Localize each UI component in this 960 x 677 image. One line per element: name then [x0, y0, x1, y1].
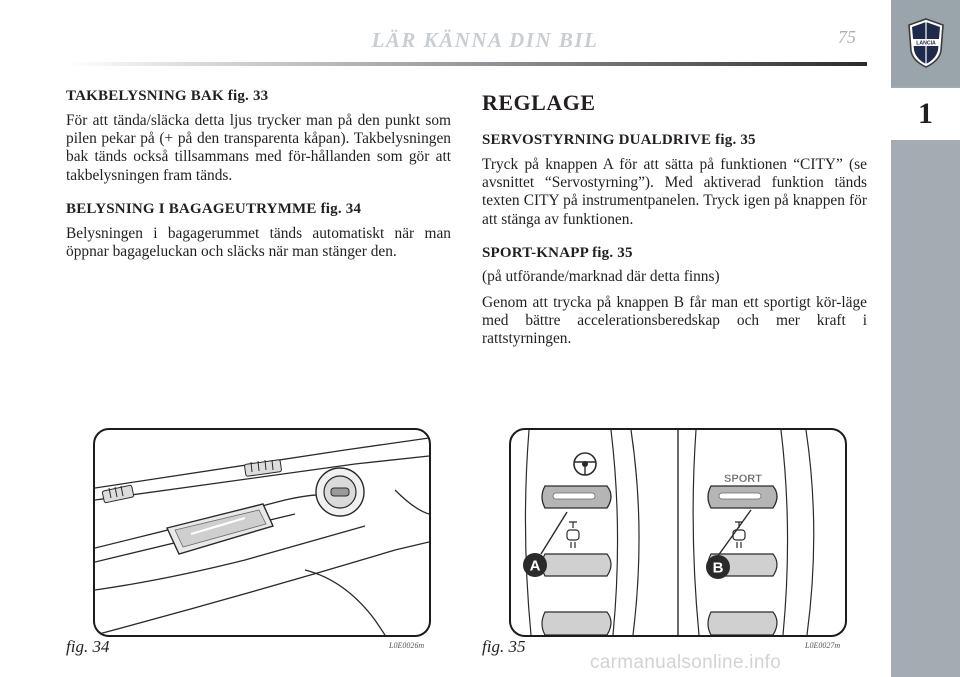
- page-number: 75: [838, 27, 856, 47]
- headlamp-levelling-icon-a: [566, 521, 580, 548]
- section-text-rear-light: För att tända/släcka detta ljus trycker …: [66, 112, 451, 184]
- section-title-controls: REGLAGE: [482, 90, 596, 115]
- section-text-dualdrive: Tryck på knappen A för att sätta på funk…: [482, 156, 867, 228]
- controls-illustration: SPORT A B: [523, 430, 815, 635]
- steering-wheel-icon: [573, 452, 597, 476]
- section-heading-boot-light: BELYSNING I BAGAGEUTRYMME fig. 34: [66, 200, 362, 217]
- section-text-boot-light: Belysningen i bagagerummet tänds automat…: [66, 224, 451, 261]
- figure-35-label: fig. 35: [482, 637, 526, 656]
- boot-light-illustration: [95, 437, 429, 635]
- figure-34-label: fig. 34: [66, 637, 110, 656]
- section-subheading-sport: (på utförande/marknad där detta finns): [482, 267, 720, 285]
- watermark: carmanualsonline.info: [590, 652, 782, 673]
- figure-35-controls: SPORT A B: [509, 428, 847, 637]
- figure-34-boot-light: [93, 428, 431, 637]
- section-heading-dualdrive: SERVOSTYRNING DUALDRIVE fig. 35: [482, 132, 756, 148]
- section-heading-sport: SPORT-KNAPP fig. 35: [482, 244, 633, 261]
- logo-lettering: LANCIA: [916, 41, 936, 47]
- lamp-lens: [166, 503, 274, 555]
- lancia-logo: LANCIA: [908, 18, 944, 68]
- header-rule: [66, 62, 867, 66]
- sport-label: SPORT: [724, 473, 762, 485]
- svg-text:B: B: [713, 560, 724, 577]
- section-text-sport: Genom att trycka på knappen B får man et…: [482, 293, 867, 348]
- running-header-title: LÄR KÄNNA DIN BIL: [371, 28, 599, 52]
- left-column: TAKBELYSNING BAK fig. 33 För att tända/s…: [66, 88, 451, 277]
- chapter-number-tab: 1: [891, 88, 960, 140]
- callout-b: B: [706, 555, 730, 579]
- button-b: [707, 485, 778, 509]
- svg-text:A: A: [530, 558, 541, 575]
- lock-cylinder: [315, 467, 365, 517]
- button-a: [541, 485, 612, 509]
- callout-a: A: [523, 553, 547, 577]
- figure-34-code: L0E0026m: [389, 641, 425, 650]
- figure-35-code: L0E0027m: [805, 641, 841, 650]
- section-heading-rear-light: TAKBELYSNING BAK fig. 33: [66, 88, 269, 104]
- right-column: REGLAGE SERVOSTYRNING DUALDRIVE fig. 35 …: [482, 88, 867, 364]
